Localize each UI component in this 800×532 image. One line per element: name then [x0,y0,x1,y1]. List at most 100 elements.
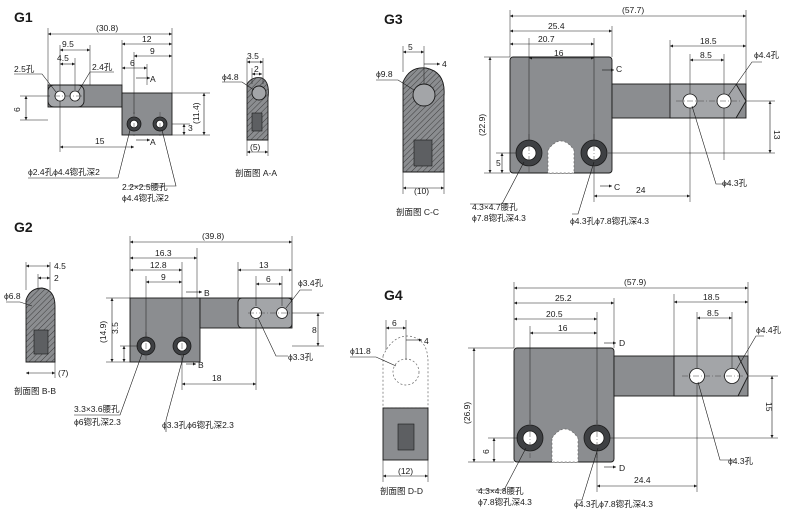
g1-sec-dim-3-5: 3.5 [247,51,259,61]
g2-sec-top: B [204,288,210,298]
g2-dim-8: 8 [312,325,317,335]
g4-dim-15: 15 [764,402,774,412]
g3-sec-caption: 剖面图 C-C [396,207,439,217]
g1-dim-15: 15 [95,136,105,146]
g4-dim-8-5: 8.5 [707,308,719,318]
g4-dim-24-4: 24.4 [634,475,651,485]
g4-hole2-label: ϕ4.3孔 [728,456,754,466]
g1-dim-3: 3 [188,123,193,133]
g3-dim-16: 16 [554,48,564,58]
g4-sec-phi: ϕ11.8 [350,346,371,356]
g4-dim-26-9: (26.9) [462,402,472,424]
g3-dim-13: 13 [772,130,782,140]
g1-sec-dim-2: 2 [254,64,259,74]
view-title: G1 [14,9,33,25]
view-g4: G4 6 4 ϕ11.8 (12) 剖面图 D-D [350,277,782,509]
g3-sec-dim-10: (10) [414,186,429,196]
g1-dim-12: 12 [142,34,152,44]
g1-sec-bot: A [150,137,156,147]
g1-dim-4-5: 4.5 [57,53,69,63]
g2-dim-3-5: 3.5 [110,322,120,334]
g4-note-slot2: ϕ7.8锪孔深4.3 [478,497,532,507]
g3-slot-relief [547,140,575,174]
g3-note-cbore: ϕ4.3孔ϕ7.8锪孔深4.3 [570,216,649,226]
g3-dim-20-7: 20.7 [538,34,555,44]
g4-note-slot: 4.3×4.8腰孔 [478,486,524,496]
view-g1: G1 (30.8) 9.5 4.5 2.5孔 2.4 [12,9,277,203]
g3-sec-top: C [616,64,622,74]
g1-hole-right-label: 2.4孔 [92,62,113,72]
g3-note-slot: 4.3×4.7腰孔 [472,202,518,212]
view-title: G4 [384,287,403,303]
g2-sec-dim-2: 2 [54,273,59,283]
g3-dim-18-5: 18.5 [700,36,717,46]
g3-dim-22-9: (22.9) [477,114,487,136]
g3-dim-24: 24 [636,185,646,195]
view-g2: G2 4.5 2 ϕ6.8 (7) 剖面图 B-B [4,219,324,432]
view-title: G2 [14,219,33,235]
g4-dim-6: 6 [481,449,491,454]
g1-dim-overall: (30.8) [96,23,118,33]
g1-dim-9: 9 [150,46,155,56]
g4-section: 6 4 ϕ11.8 (12) 剖面图 D-D [350,318,429,496]
g2-dim-13: 13 [259,260,269,270]
g1-dim-6h: 6 [12,107,22,112]
g2-note-slot2: ϕ6锪孔深2.3 [74,417,121,427]
g4-dim-16: 16 [558,323,568,333]
g2-dim-12-8: 12.8 [150,260,167,270]
g1-sec-phi: ϕ4.8 [222,72,239,82]
g4-sec-caption: 剖面图 D-D [380,486,423,496]
g3-dim-5: 5 [496,158,501,168]
g2-hole2-label: ϕ3.3孔 [288,352,314,362]
g1-dim-6w: 6 [130,58,135,68]
g1-dim-9-5: 9.5 [62,39,74,49]
g3-arm-tip [669,83,747,119]
g3-hole2-label: ϕ4.3孔 [722,178,748,188]
g4-arm-tip [673,355,749,397]
g3-hole-label: ϕ4.4孔 [754,50,780,60]
g1-dim-11-4: (11.4) [191,102,201,124]
g2-sec-phi: ϕ6.8 [4,291,21,301]
g4-dim-overall: (57.9) [624,277,646,287]
g4-sec-bot: D [619,463,625,473]
g3-dim-8-5: 8.5 [700,50,712,60]
g4-dim-25-2: 25.2 [555,293,572,303]
g2-sec-dim-7: (7) [58,368,69,378]
g1-sec-dim-5: (5) [250,142,261,152]
g2-dim-14-9: (14.9) [98,321,108,343]
g1-hole-left-label: 2.5孔 [14,64,35,74]
view-title: G3 [384,11,403,27]
g4-slot-relief [551,428,579,463]
g1-sec-caption: 剖面图 A-A [235,168,277,178]
g2-dim-9: 9 [161,272,166,282]
g2-part-plan [129,297,293,363]
g3-sec-phi: ϕ9.8 [376,69,393,79]
g2-section: 4.5 2 ϕ6.8 (7) 剖面图 B-B [4,261,69,396]
g2-dim-6: 6 [266,274,271,284]
view-g3: G3 5 4 ϕ9.8 (10) 剖面图 C-C [376,5,782,226]
g2-note-slot: 3.3×3.6腰孔 [74,404,120,414]
g2-sec-dim-4-5: 4.5 [54,261,66,271]
g4-sec-dim-6: 6 [392,318,397,328]
g2-note-cbore: ϕ3.3孔ϕ6锪孔深2.3 [162,420,234,430]
g4-dim-20-5: 20.5 [546,309,563,319]
g2-dim-overall: (39.8) [202,231,224,241]
g1-note-cbore: ϕ2.4孔ϕ4.4锪孔深2 [28,167,100,177]
g2-dim-18: 18 [212,373,222,383]
g3-part-plan [509,56,747,174]
g1-section: 3.5 2 ϕ4.8 (5) 剖面图 A-A [222,51,277,178]
g4-sec-top: D [619,338,625,348]
g3-dim-overall: (57.7) [622,5,644,15]
g1-part-plan [47,84,173,136]
g3-sec-dim-5: 5 [408,42,413,52]
g3-note-slot2: ϕ7.8锪孔深4.3 [472,213,526,223]
g4-dim-18-5: 18.5 [703,292,720,302]
g2-sec-bot: B [198,360,204,370]
g1-sec-top: A [150,74,156,84]
g3-section: 5 4 ϕ9.8 (10) 剖面图 C-C [376,42,447,217]
g4-note-cbore: ϕ4.3孔ϕ7.8锪孔深4.3 [574,499,653,509]
g4-sec-dim-12: (12) [398,466,413,476]
g2-sec-caption: 剖面图 B-B [14,386,56,396]
g3-sec-dim-4: 4 [442,59,447,69]
